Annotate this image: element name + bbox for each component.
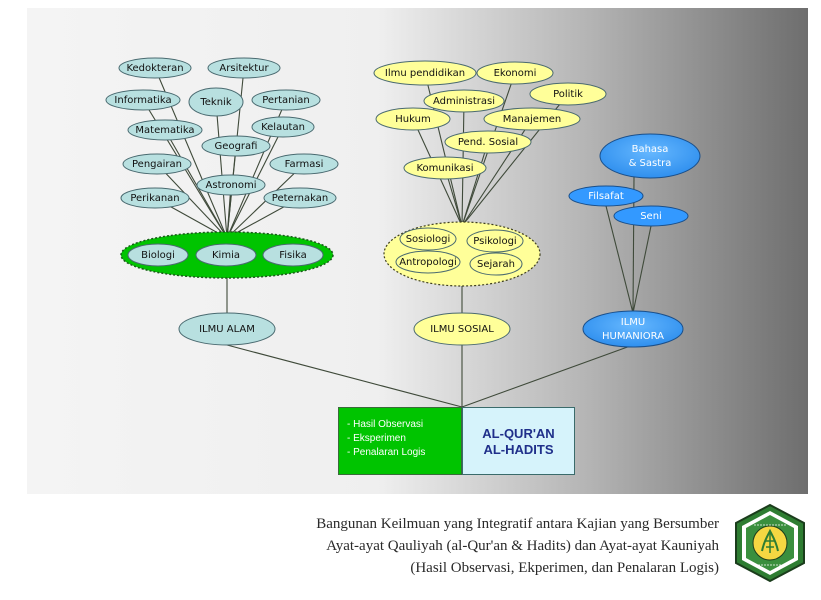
svg-text:& Sastra: & Sastra bbox=[629, 158, 672, 169]
svg-text:Manajemen: Manajemen bbox=[503, 114, 561, 125]
svg-text:Bahasa: Bahasa bbox=[632, 144, 669, 155]
sosial-branches: Ilmu pendidikan Ekonomi Politik Administ… bbox=[373, 60, 607, 180]
svg-text:Pend. Sosial: Pend. Sosial bbox=[458, 137, 518, 148]
svg-text:Pengairan: Pengairan bbox=[132, 159, 182, 170]
root-ilmu-humaniora: ILMU HUMANIORA bbox=[582, 310, 684, 348]
branch-geografi: Geografi bbox=[201, 135, 271, 157]
branch-arsitektur: Arsitektur bbox=[207, 57, 281, 79]
caption-line: Bangunan Keilmuan yang Integratif antara… bbox=[316, 516, 719, 532]
svg-text:Antropologi: Antropologi bbox=[399, 257, 457, 268]
branch-ekonomi: Ekonomi bbox=[476, 61, 554, 85]
core-antropologi: Antropologi bbox=[395, 250, 461, 274]
svg-text:Kelautan: Kelautan bbox=[261, 122, 305, 133]
svg-text:ILMU: ILMU bbox=[621, 317, 645, 328]
branch-pend-sosial: Pend. Sosial bbox=[444, 130, 532, 154]
source-box: AL-QUR'AN AL-HADITS bbox=[462, 407, 575, 475]
svg-text:Fisika: Fisika bbox=[279, 250, 307, 261]
method-box: - Hasil Observasi - Eksperimen - Penalar… bbox=[338, 407, 462, 475]
svg-text:Psikologi: Psikologi bbox=[473, 236, 516, 247]
core-psikologi: Psikologi bbox=[466, 229, 524, 253]
branch-pertanian: Pertanian bbox=[251, 89, 321, 111]
branch-administrasi: Administrasi bbox=[423, 89, 505, 113]
source-line: AL-HADITS bbox=[483, 442, 554, 457]
caption-line: (Hasil Observasi, Ekperimen, dan Penalar… bbox=[410, 560, 719, 576]
core-sejarah: Sejarah bbox=[469, 252, 523, 276]
root-ilmu-alam: ILMU ALAM bbox=[178, 312, 276, 346]
method-item: - Penalaran Logis bbox=[347, 447, 426, 458]
branch-informatika: Informatika bbox=[105, 89, 181, 111]
svg-text:Kedokteran: Kedokteran bbox=[126, 63, 183, 74]
method-item: - Eksperimen bbox=[347, 433, 406, 444]
source-line: AL-QUR'AN bbox=[482, 426, 555, 441]
svg-text:Administrasi: Administrasi bbox=[433, 96, 495, 107]
branch-pengairan: Pengairan bbox=[122, 153, 192, 175]
branch-hukum: Hukum bbox=[375, 107, 451, 131]
svg-text:Kimia: Kimia bbox=[212, 250, 240, 261]
branch-komunikasi: Komunikasi bbox=[403, 156, 487, 180]
branch-seni: Seni bbox=[613, 205, 689, 227]
svg-text:Filsafat: Filsafat bbox=[588, 191, 624, 202]
svg-text:ILMU ALAM: ILMU ALAM bbox=[199, 324, 255, 335]
branch-manajemen: Manajemen bbox=[483, 107, 581, 131]
svg-text:Arsitektur: Arsitektur bbox=[219, 63, 269, 74]
core-fisika: Fisika bbox=[262, 243, 324, 267]
humaniora-branches: Bahasa & Sastra Filsafat Seni bbox=[568, 133, 701, 227]
svg-text:Teknik: Teknik bbox=[199, 97, 231, 108]
svg-text:Astronomi: Astronomi bbox=[206, 180, 257, 191]
svg-text:Peternakan: Peternakan bbox=[272, 193, 328, 204]
caption-line: Ayat-ayat Qauliyah (al-Qur'an & Hadits) … bbox=[326, 538, 719, 554]
svg-text:Geografi: Geografi bbox=[215, 141, 258, 152]
branch-peternakan: Peternakan bbox=[263, 187, 337, 209]
branch-farmasi: Farmasi bbox=[269, 153, 339, 175]
svg-text:Ilmu pendidikan: Ilmu pendidikan bbox=[385, 68, 465, 79]
core-biologi: Biologi bbox=[127, 243, 189, 267]
branch-matematika: Matematika bbox=[127, 119, 203, 141]
svg-text:Biologi: Biologi bbox=[141, 250, 175, 261]
svg-text:ILMU SOSIAL: ILMU SOSIAL bbox=[430, 324, 494, 335]
svg-text:Hukum: Hukum bbox=[395, 114, 430, 125]
branch-filsafat: Filsafat bbox=[568, 185, 644, 207]
svg-text:Perikanan: Perikanan bbox=[130, 193, 179, 204]
branch-ilmu-pendidikan: Ilmu pendidikan bbox=[373, 60, 477, 86]
sosial-core: Sosiologi Psikologi Antropologi Sejarah bbox=[383, 221, 541, 287]
branch-politik: Politik bbox=[529, 82, 607, 106]
root-ilmu-sosial: ILMU SOSIAL bbox=[413, 312, 511, 346]
alam-branches: Kedokteran Arsitektur Informatika Teknik… bbox=[105, 57, 339, 209]
svg-text:Farmasi: Farmasi bbox=[285, 159, 324, 170]
branch-teknik: Teknik bbox=[188, 87, 244, 117]
svg-text:Sosiologi: Sosiologi bbox=[406, 234, 451, 245]
svg-text:Seni: Seni bbox=[640, 211, 662, 222]
branch-kedokteran: Kedokteran bbox=[118, 57, 192, 79]
svg-text:Informatika: Informatika bbox=[114, 95, 171, 106]
svg-text:Matematika: Matematika bbox=[135, 125, 194, 136]
svg-text:Sejarah: Sejarah bbox=[477, 259, 515, 270]
branch-kelautan: Kelautan bbox=[251, 116, 315, 138]
svg-text:Politik: Politik bbox=[553, 89, 583, 100]
branch-bahasa-sastra: Bahasa & Sastra bbox=[599, 133, 701, 179]
university-seal-icon bbox=[735, 503, 805, 583]
core-kimia: Kimia bbox=[195, 243, 257, 267]
svg-text:Ekonomi: Ekonomi bbox=[494, 68, 537, 79]
svg-text:HUMANIORA: HUMANIORA bbox=[602, 331, 664, 342]
svg-text:Pertanian: Pertanian bbox=[262, 95, 310, 106]
svg-text:Komunikasi: Komunikasi bbox=[416, 163, 473, 174]
core-sosiologi: Sosiologi bbox=[399, 227, 457, 251]
branch-astronomi: Astronomi bbox=[196, 174, 266, 196]
alam-core: Biologi Kimia Fisika bbox=[120, 231, 334, 279]
branch-perikanan: Perikanan bbox=[120, 187, 190, 209]
caption: Bangunan Keilmuan yang Integratif antara… bbox=[316, 513, 719, 579]
method-item: - Hasil Observasi bbox=[347, 419, 424, 430]
